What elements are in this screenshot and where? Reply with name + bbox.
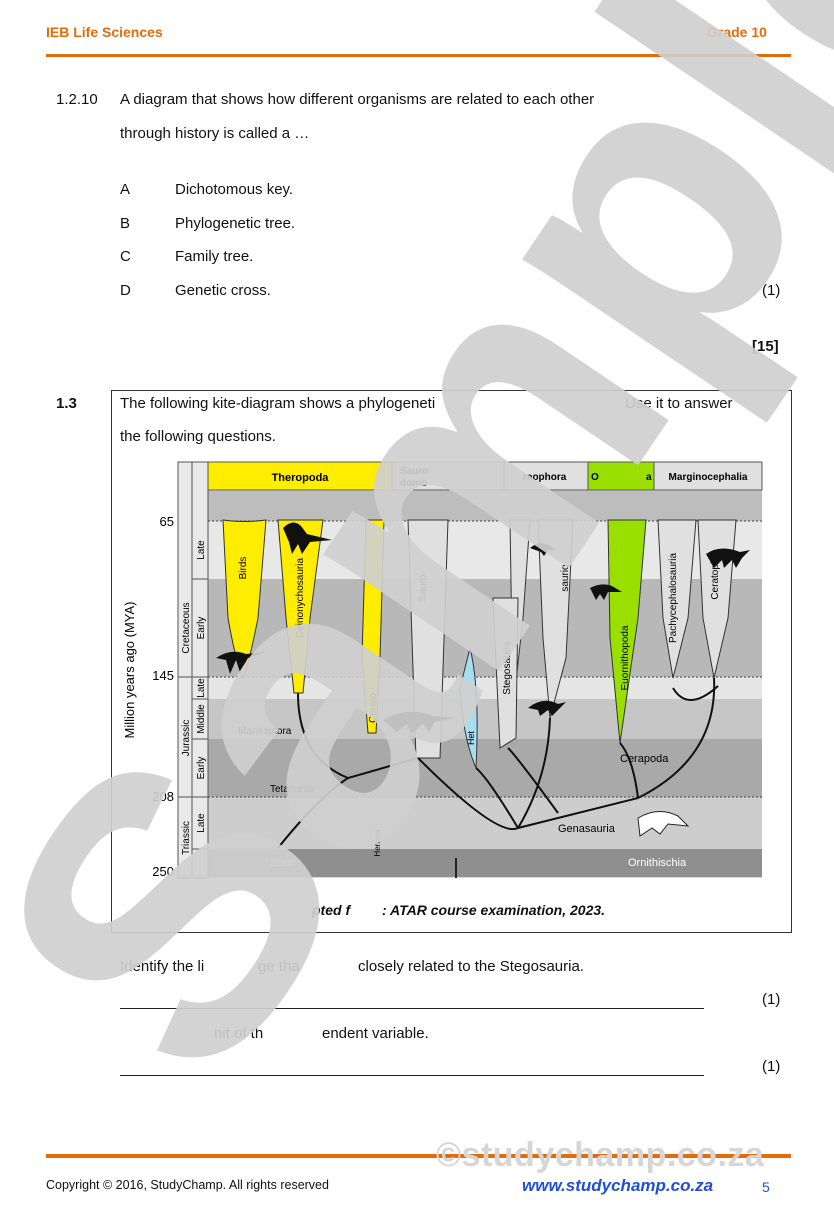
clade-label: reophora — [523, 472, 567, 483]
q132-text-part2: endent variable. — [322, 1025, 429, 1042]
clade-label: domo — [400, 478, 427, 489]
period-label: Jurassic — [181, 720, 192, 757]
clade-label: Theropoda — [272, 472, 330, 484]
epoch-label: Early — [196, 617, 207, 640]
source-caption-part1: pted f — [312, 902, 351, 918]
q132-marks: (1) — [762, 1058, 781, 1075]
option-letter: D — [120, 282, 131, 299]
lineage-label: Euornithopoda — [620, 625, 631, 690]
tick-label: 145 — [152, 668, 174, 683]
q131-text-part1: Identify the li — [120, 958, 205, 975]
section-total: [15] — [752, 338, 779, 355]
clade-label: O — [591, 472, 599, 483]
epoch-label: Late — [196, 813, 207, 833]
lineage-label: Ceratopia — [710, 556, 721, 600]
option-text: Dichotomous key. — [175, 181, 294, 198]
option-text: Family tree. — [175, 248, 254, 265]
question-text-line1: A diagram that shows how different organ… — [120, 91, 595, 108]
lineage-label: Stegosauria — [502, 641, 513, 695]
q131-text-part2: ge tha — [258, 958, 300, 975]
header-subject: IEB Life Sciences — [46, 24, 163, 40]
option-letter: C — [120, 248, 131, 265]
node-label: Sauri — [270, 857, 296, 869]
question-text-line2: through history is called a … — [120, 125, 310, 142]
tick-label: 65 — [160, 514, 174, 529]
node-label: Cerapoda — [620, 753, 669, 765]
node-label: Ornithischia — [628, 857, 687, 869]
period-label: Cretaceous — [181, 602, 192, 653]
node-label: Tetanurae — [270, 784, 315, 795]
lineage-label: Sauro — [418, 574, 429, 601]
q131-marks: (1) — [762, 991, 781, 1008]
dinosaur-skull-icon — [637, 811, 690, 837]
tick-label: 208 — [152, 789, 174, 804]
lineage-label: Cerato — [368, 693, 379, 723]
question-number: 1.2.10 — [56, 91, 98, 108]
option-letter: B — [120, 215, 131, 232]
header-grade: Grade 10 — [707, 24, 767, 40]
epoch-label: Late — [196, 678, 207, 698]
answer-line[interactable] — [120, 1075, 704, 1076]
epoch-label: Middle — [196, 704, 207, 734]
epoch-label: Early — [196, 757, 207, 780]
q13-text-line2: the following questions. — [120, 428, 276, 445]
footer-rule — [46, 1154, 791, 1158]
period-label: Triassic — [181, 821, 192, 855]
website-link[interactable]: www.studychamp.co.za — [522, 1176, 714, 1195]
kite-diagram: Theropoda Sauro domo reophora O a Margin… — [122, 461, 763, 879]
copyright: Copyright © 2016, StudyChamp. All rights… — [46, 1178, 329, 1192]
lineage-label: Birds — [238, 557, 249, 580]
q132-text-part1: nit of th — [214, 1025, 264, 1042]
q13-text-part1: The following kite-diagram shows a phylo… — [120, 395, 436, 412]
page-number: 5 — [762, 1179, 770, 1195]
clade-label: Sauro — [400, 466, 428, 477]
lineage-label: Pachycephalosauria — [668, 553, 679, 643]
tick-label: 250 — [152, 864, 174, 879]
epoch-label: Late — [196, 540, 207, 560]
clade-label: Marginocephalia — [669, 472, 748, 483]
question-number-13: 1.3 — [56, 395, 77, 412]
source-caption-part2: : ATAR course examination, 2023. — [382, 902, 606, 918]
clade-label: a — [646, 472, 652, 483]
q131-text-part3: closely related to the Stegosauria. — [358, 958, 584, 975]
footer-watermark-site: ©studychamp.co.za — [436, 1136, 765, 1174]
q13-text-part2: Use it to answer — [625, 395, 733, 412]
y-axis-label: Million years ago (MYA) — [122, 601, 137, 738]
node-label: Maniraptora — [238, 726, 292, 737]
option-letter: A — [120, 181, 131, 198]
answer-line[interactable] — [120, 1008, 704, 1009]
node-label: Herrera — [373, 829, 382, 857]
lineage-label: saurio — [560, 564, 571, 592]
header-rule — [46, 54, 791, 57]
question-box — [111, 390, 792, 933]
dinosaur-silhouette-icon — [216, 522, 750, 734]
lineage-label: Deinonychosauria — [295, 558, 306, 638]
node-label: Genasauria — [558, 823, 616, 835]
lineage-label: Het — [466, 731, 476, 746]
option-text: Phylogenetic tree. — [175, 215, 296, 232]
question-marks: (1) — [762, 282, 781, 299]
option-text: Genetic cross. — [175, 282, 271, 299]
